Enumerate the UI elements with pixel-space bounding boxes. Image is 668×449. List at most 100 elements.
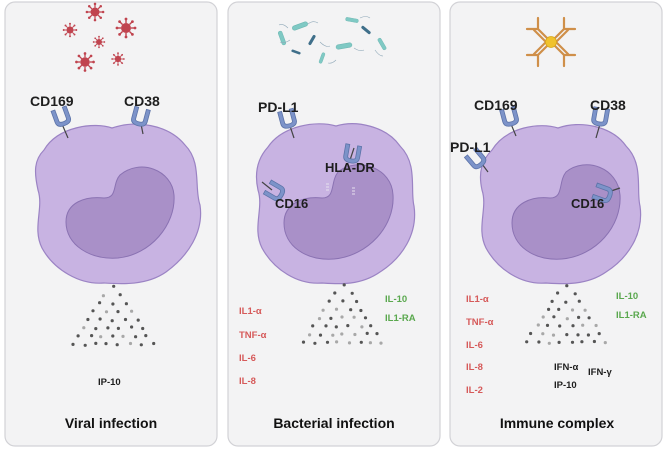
cytokine-dot <box>82 326 86 330</box>
cytokine-dot <box>334 307 339 311</box>
cytokine-dot <box>342 283 346 287</box>
cytokine-dot <box>346 324 350 328</box>
cytokine-il1ra: IL1-RA <box>616 310 647 321</box>
cytokine-dot <box>580 340 584 344</box>
cytokine-dot <box>570 340 575 344</box>
cytokine-dot <box>564 300 568 304</box>
cytokine-dot <box>91 309 95 313</box>
cytokine-dot <box>123 317 128 322</box>
immune-complex-icon <box>525 16 577 68</box>
cytokine-dot <box>355 299 359 304</box>
cytokine-dot <box>359 308 363 313</box>
cytokine-dot <box>324 324 328 328</box>
cytokine-dot <box>551 333 556 337</box>
cytokine-dot <box>571 324 575 328</box>
cytokine-il8: IL-8 <box>466 362 483 373</box>
cytokine-dot <box>301 340 306 344</box>
cytokine-il1a: IL1-α <box>466 294 489 305</box>
cytokine-dot <box>90 334 94 338</box>
pro-inflammatory-list: IL1-α TNF-α IL-6 IL-8 <box>239 306 267 387</box>
label-pdl1: PD-L1 <box>258 99 299 115</box>
label-cd38: CD38 <box>124 93 160 109</box>
cytokine-dot <box>340 332 344 336</box>
cytokine-dot <box>597 332 601 336</box>
cytokine-dot <box>130 325 134 329</box>
cytokine-dot <box>106 326 110 330</box>
label-ip10: IP-10 <box>98 377 121 388</box>
label-cd38: CD38 <box>590 97 626 113</box>
cytokine-dot <box>308 333 312 337</box>
cytokine-dot <box>101 294 105 298</box>
cytokine-dot <box>550 299 554 303</box>
cytokine-dot <box>110 319 114 323</box>
label-cd169: CD169 <box>30 93 74 109</box>
cytokine-il1a: IL1-α <box>239 306 262 317</box>
cytokine-dot <box>76 334 80 338</box>
cytokine-dot <box>529 331 533 336</box>
cytokine-dot <box>556 291 560 295</box>
cytokine-dot <box>552 315 556 319</box>
cytokine-dot <box>71 342 75 346</box>
cytokine-dot <box>141 326 145 331</box>
cytokine-dot <box>112 284 116 288</box>
anti-inflammatory-list: IL-10 IL1-RA <box>385 294 416 324</box>
cytokine-dot <box>333 291 337 295</box>
nucleus <box>511 164 621 260</box>
cytokine-dot <box>340 315 344 319</box>
label-ip10: IP-10 <box>554 380 577 391</box>
cytokine-dot <box>536 323 540 327</box>
label-cd16: CD16 <box>275 196 308 211</box>
cytokine-dot <box>570 308 575 312</box>
cytokine-dot <box>603 341 607 345</box>
cytokine-dot <box>557 340 561 344</box>
cytokine-dot <box>94 327 98 331</box>
cytokine-dot <box>144 334 148 338</box>
cytokine-dot <box>311 324 315 328</box>
cytokine-dot <box>136 318 140 322</box>
cytokine-dot <box>331 333 335 337</box>
label-ifna: IFN-α <box>554 362 578 373</box>
cytokine-dot <box>313 341 317 345</box>
cytokine-dot <box>83 343 87 347</box>
cytokine-dot <box>349 308 353 312</box>
cytokine-dot <box>541 332 545 336</box>
cytokine-dot <box>360 325 364 329</box>
cytokine-dot <box>547 341 551 345</box>
cytokine-dot <box>368 341 372 345</box>
cytokine-dot <box>128 341 133 346</box>
cytokine-dot <box>592 339 597 344</box>
cytokine-dot <box>347 341 352 345</box>
cytokine-dot <box>350 291 354 295</box>
cytokine-dot <box>139 343 143 347</box>
cytokine-dot <box>116 310 120 314</box>
cytokine-dot <box>111 302 115 306</box>
cytokine-dot <box>576 333 580 337</box>
cytokine-dot <box>121 334 125 338</box>
secretion-dots <box>301 283 383 345</box>
cytokine-il10: IL-10 <box>385 294 407 305</box>
cytokine-dot <box>124 302 128 306</box>
cytokine-dot <box>321 308 325 312</box>
cytokine-il1ra: IL1-RA <box>385 313 416 324</box>
cytokine-dot <box>134 335 138 339</box>
cytokine-dot <box>104 342 108 346</box>
cytokine-il6: IL-6 <box>239 353 256 364</box>
cytokine-dot <box>104 310 109 314</box>
cytokine-tnfa: TNF-α <box>466 317 494 328</box>
cytokine-il6: IL-6 <box>466 340 483 351</box>
cytokine-dot <box>573 292 577 296</box>
label-cd169: CD169 <box>474 97 518 113</box>
cytokine-dot <box>369 324 373 328</box>
cytokine-dot <box>594 323 598 328</box>
label-pdl1: PD-L1 <box>450 139 491 155</box>
cytokine-dot <box>586 333 591 337</box>
nucleus <box>283 164 394 260</box>
cytokine-dot <box>116 326 120 330</box>
label-hladr: HLA-DR <box>325 160 375 175</box>
cytokine-dot <box>581 323 585 327</box>
cytokine-dot <box>565 333 569 337</box>
panel-title-viral: Viral infection <box>65 415 157 431</box>
cytokine-dot <box>565 284 569 288</box>
cytokine-dot <box>111 334 115 338</box>
cytokine-dot <box>547 307 551 311</box>
